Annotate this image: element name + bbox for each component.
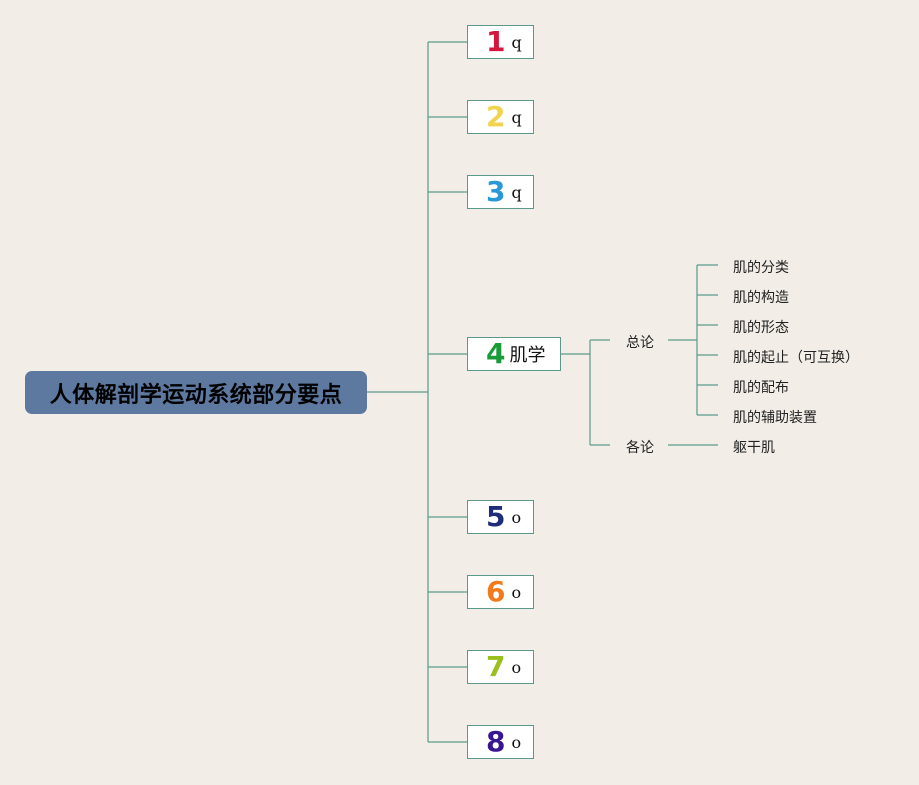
branch-label: o — [511, 507, 522, 527]
branch-label: q — [511, 32, 522, 52]
topic-item[interactable]: 肌的起止（可互换） — [733, 350, 859, 366]
branch-5[interactable]: 5 o — [467, 500, 534, 534]
branch-number: 8 — [486, 725, 506, 758]
topic-item[interactable]: 肌的构造 — [733, 290, 789, 306]
branch-3[interactable]: 3 q — [467, 175, 534, 209]
branch-7[interactable]: 7 o — [467, 650, 534, 684]
branch-label: q — [511, 107, 522, 127]
subtopic-general[interactable]: 总论 — [626, 335, 654, 351]
topic-item[interactable]: 躯干肌 — [733, 440, 775, 456]
branch-number: 7 — [486, 650, 506, 683]
branch-number: 2 — [486, 100, 506, 133]
branch-number: 4 — [486, 337, 506, 370]
branch-6[interactable]: 6 o — [467, 575, 534, 609]
branch-number: 6 — [486, 575, 506, 608]
subtopic-specific[interactable]: 各论 — [626, 440, 654, 456]
branch-label: o — [511, 732, 522, 752]
branch-label: 肌学 — [509, 345, 546, 366]
branch-label: q — [511, 182, 522, 202]
branch-label: o — [511, 582, 522, 602]
topic-item[interactable]: 肌的形态 — [733, 320, 789, 336]
branch-1[interactable]: 1 q — [467, 25, 534, 59]
branch-4[interactable]: 4 肌学 — [467, 337, 561, 371]
branch-2[interactable]: 2 q — [467, 100, 534, 134]
central-topic[interactable]: 人体解剖学运动系统部分要点 — [25, 371, 367, 414]
topic-item[interactable]: 肌的辅助装置 — [733, 410, 817, 426]
branch-8[interactable]: 8 o — [467, 725, 534, 759]
branch-label: o — [511, 657, 522, 677]
topic-item[interactable]: 肌的配布 — [733, 380, 789, 396]
branch-number: 1 — [486, 25, 506, 58]
topic-item[interactable]: 肌的分类 — [733, 260, 789, 276]
branch-number: 3 — [486, 175, 506, 208]
branch-number: 5 — [486, 500, 506, 533]
central-topic-label: 人体解剖学运动系统部分要点 — [49, 382, 343, 408]
